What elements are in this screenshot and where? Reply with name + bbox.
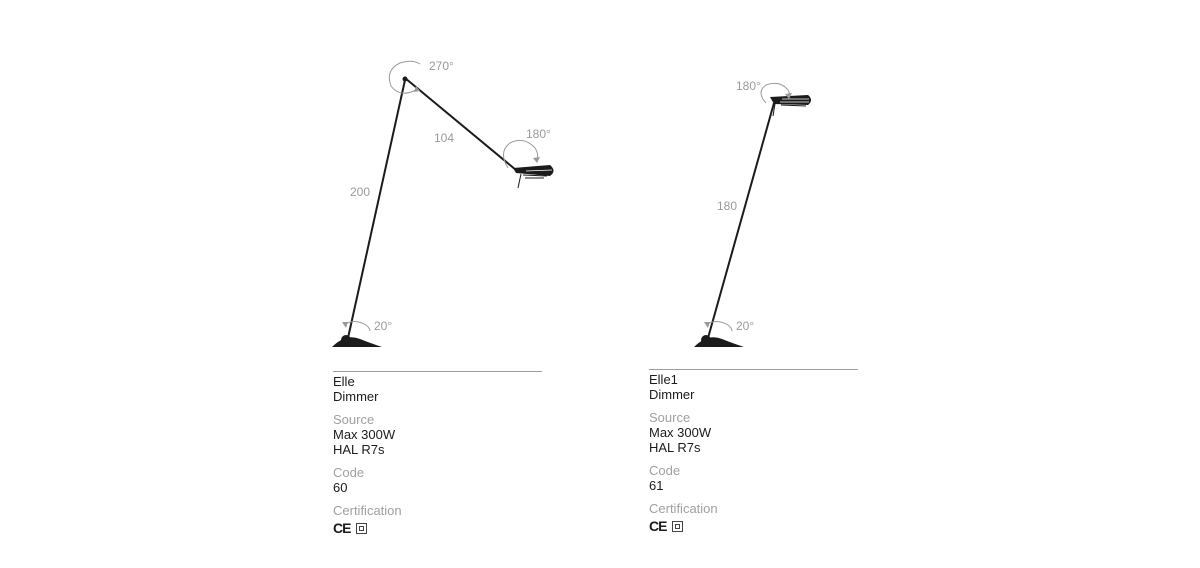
lower-arm [347,79,406,339]
lamp-head [770,95,811,117]
rotation-arrow-top [388,60,421,94]
arm-length: 180 [717,199,737,213]
rotation-label-head: 180° [736,79,761,93]
certification-icons: CE [649,518,718,534]
product-card-elle: 270° 180° 20° 104 200 Elle Dimmer Source… [330,0,570,568]
divider [333,371,542,372]
rotation-arrow-base [343,321,371,332]
top-joint [402,76,408,82]
lamp-base [332,337,382,347]
divider [649,369,858,370]
lamp-drawing-elle: 270° 180° 20° 104 200 [332,59,554,347]
rotation-label-top: 270° [429,59,454,73]
rotation-label-base: 20° [736,319,754,333]
base-pivot [341,335,351,345]
certification-label: Certification [649,501,718,516]
rotation-arrow-base [705,321,733,332]
base-pivot [701,335,711,345]
rotation-arrow-head [503,139,539,169]
double-insulated-icon [672,520,684,532]
certification-label: Certification [333,503,402,518]
code-value: 60 [333,480,348,495]
code-value: 61 [649,478,664,493]
source-label: Source [649,410,691,425]
source-bulb: HAL R7s [649,440,701,455]
spec-list: Elle Dimmer Source Max 300W HAL R7s Code… [333,374,402,536]
source-power: Max 300W [333,427,396,442]
product-name: Elle1 [649,372,678,387]
rotation-label-base: 20° [374,319,392,333]
product-name: Elle [333,374,355,389]
lamp-drawing-elle1: 180° 20° 180 [694,79,811,347]
code-label: Code [649,463,681,478]
lamp-head [513,165,554,189]
ce-mark-icon: CE [649,518,667,534]
certification-icons: CE [333,520,402,536]
spec-list: Elle1 Dimmer Source Max 300W HAL R7s Cod… [649,372,718,534]
arm-length-upper: 104 [434,131,454,145]
source-bulb: HAL R7s [333,442,385,457]
arm-length-lower: 200 [350,185,370,199]
rotation-arrow-head [760,82,790,104]
source-power: Max 300W [649,425,712,440]
ce-mark-icon: CE [333,520,351,536]
switch-type: Dimmer [649,387,695,402]
switch-type: Dimmer [333,389,379,404]
upper-arm [404,77,517,171]
product-card-elle1: 180° 20° 180 Elle1 Dimmer Source Max 300… [646,0,886,568]
code-label: Code [333,465,365,480]
lamp-arm [707,102,775,339]
rotation-label-head: 180° [526,127,551,141]
source-label: Source [333,412,375,427]
double-insulated-icon [356,522,368,534]
